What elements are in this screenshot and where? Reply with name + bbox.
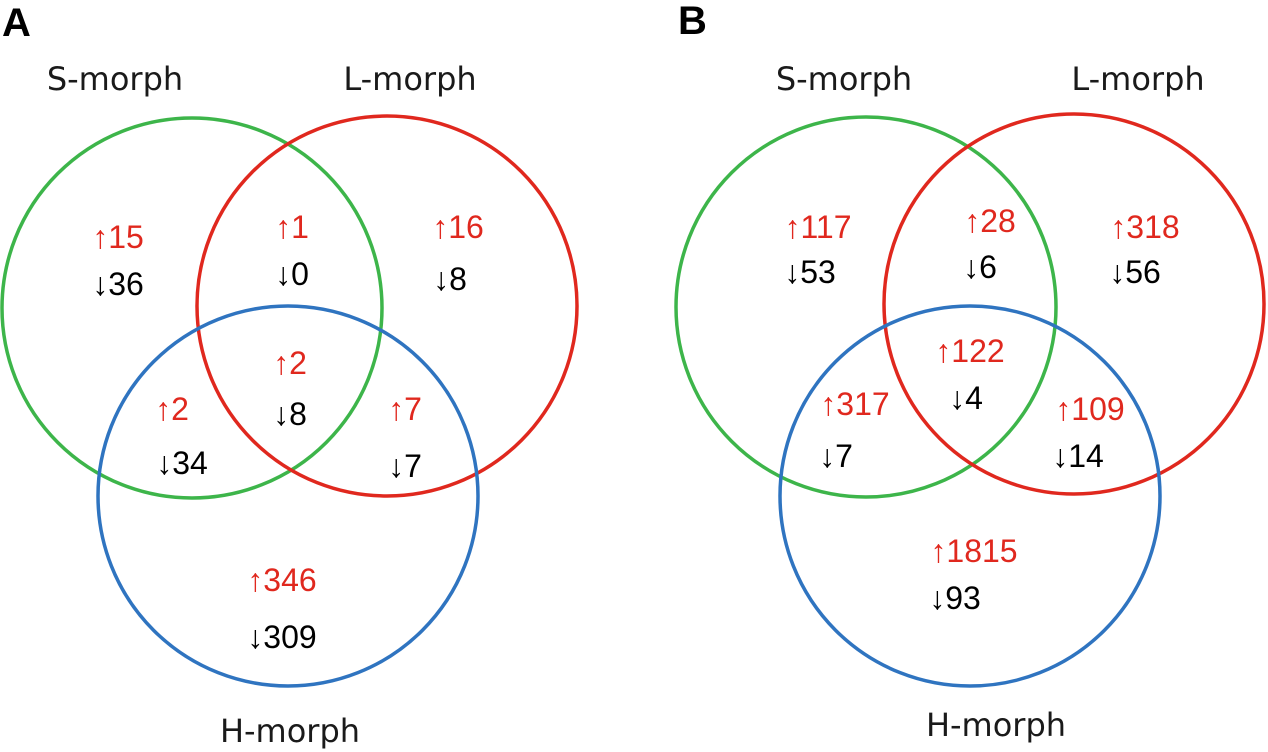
panel-b-l-only-up: ↑318 bbox=[1110, 209, 1179, 245]
panel-b-s-only-up: ↑117 bbox=[784, 209, 851, 245]
panel-b-sh-down: ↓7 bbox=[819, 438, 853, 474]
panel-a-s-morph-label: S-morph bbox=[47, 60, 183, 98]
panel-a-l-morph-label: L-morph bbox=[343, 60, 476, 98]
panel-b-slh-down: ↓4 bbox=[949, 380, 983, 416]
panel-b-slh-up: ↑122 bbox=[935, 333, 1004, 369]
panel-b: B S-morph L-morph H-morph ↑117 ↓53 ↑28 ↓… bbox=[674, 0, 1266, 744]
panel-a-sl-up: ↑1 bbox=[275, 209, 309, 245]
panel-a-s-morph-circle bbox=[0, 116, 384, 500]
panel-b-l-morph-label: L-morph bbox=[1071, 60, 1204, 98]
panel-a-slh-up: ↑2 bbox=[273, 345, 307, 381]
panel-a-sh-down: ↓34 bbox=[156, 445, 208, 481]
panel-b-lh-up: ↑109 bbox=[1055, 391, 1124, 427]
panel-b-h-only-down: ↓93 bbox=[929, 580, 981, 616]
panel-a-l-only-up: ↑16 bbox=[432, 209, 484, 245]
panel-a-h-only-down: ↓309 bbox=[247, 619, 316, 655]
panel-a-l-morph-circle bbox=[195, 114, 579, 498]
panel-a-h-only-up: ↑346 bbox=[247, 562, 316, 598]
panel-a-lh-up: ↑7 bbox=[388, 391, 422, 427]
panel-a-h-morph-circle bbox=[96, 304, 480, 688]
panel-a-l-only-down: ↓8 bbox=[433, 261, 467, 297]
panel-b-sl-down: ↓6 bbox=[963, 249, 997, 285]
panel-a-sh-up: ↑2 bbox=[155, 391, 189, 427]
panel-b-s-morph-label: S-morph bbox=[776, 60, 912, 98]
panel-b-sh-up: ↑317 bbox=[820, 386, 889, 422]
panel-a-lh-down: ↓7 bbox=[388, 448, 422, 484]
panel-b-letter: B bbox=[678, 0, 707, 43]
panel-b-lh-down: ↓14 bbox=[1052, 438, 1104, 474]
panel-b-s-morph-circle bbox=[674, 115, 1058, 499]
panel-a-h-morph-label: H-morph bbox=[220, 712, 360, 750]
panel-a-s-only-down: ↓36 bbox=[92, 266, 144, 302]
panel-b-l-morph-circle bbox=[882, 112, 1266, 496]
panel-b-h-only-up: ↑1815 bbox=[930, 533, 1017, 569]
panel-a-sl-down: ↓0 bbox=[275, 256, 309, 292]
panel-b-s-only-down: ↓53 bbox=[784, 254, 836, 290]
panel-b-sl-up: ↑28 bbox=[964, 203, 1016, 239]
panel-b-l-only-down: ↓56 bbox=[1109, 254, 1161, 290]
panel-a: A S-morph L-morph H-morph ↑15 ↓36 ↑1 ↓0 … bbox=[0, 1, 579, 750]
panel-b-h-morph-label: H-morph bbox=[926, 706, 1066, 744]
panel-a-s-only-up: ↑15 bbox=[92, 219, 144, 255]
panel-a-slh-down: ↓8 bbox=[273, 396, 307, 432]
panel-b-h-morph-circle bbox=[778, 304, 1162, 688]
panel-a-letter: A bbox=[2, 1, 31, 45]
